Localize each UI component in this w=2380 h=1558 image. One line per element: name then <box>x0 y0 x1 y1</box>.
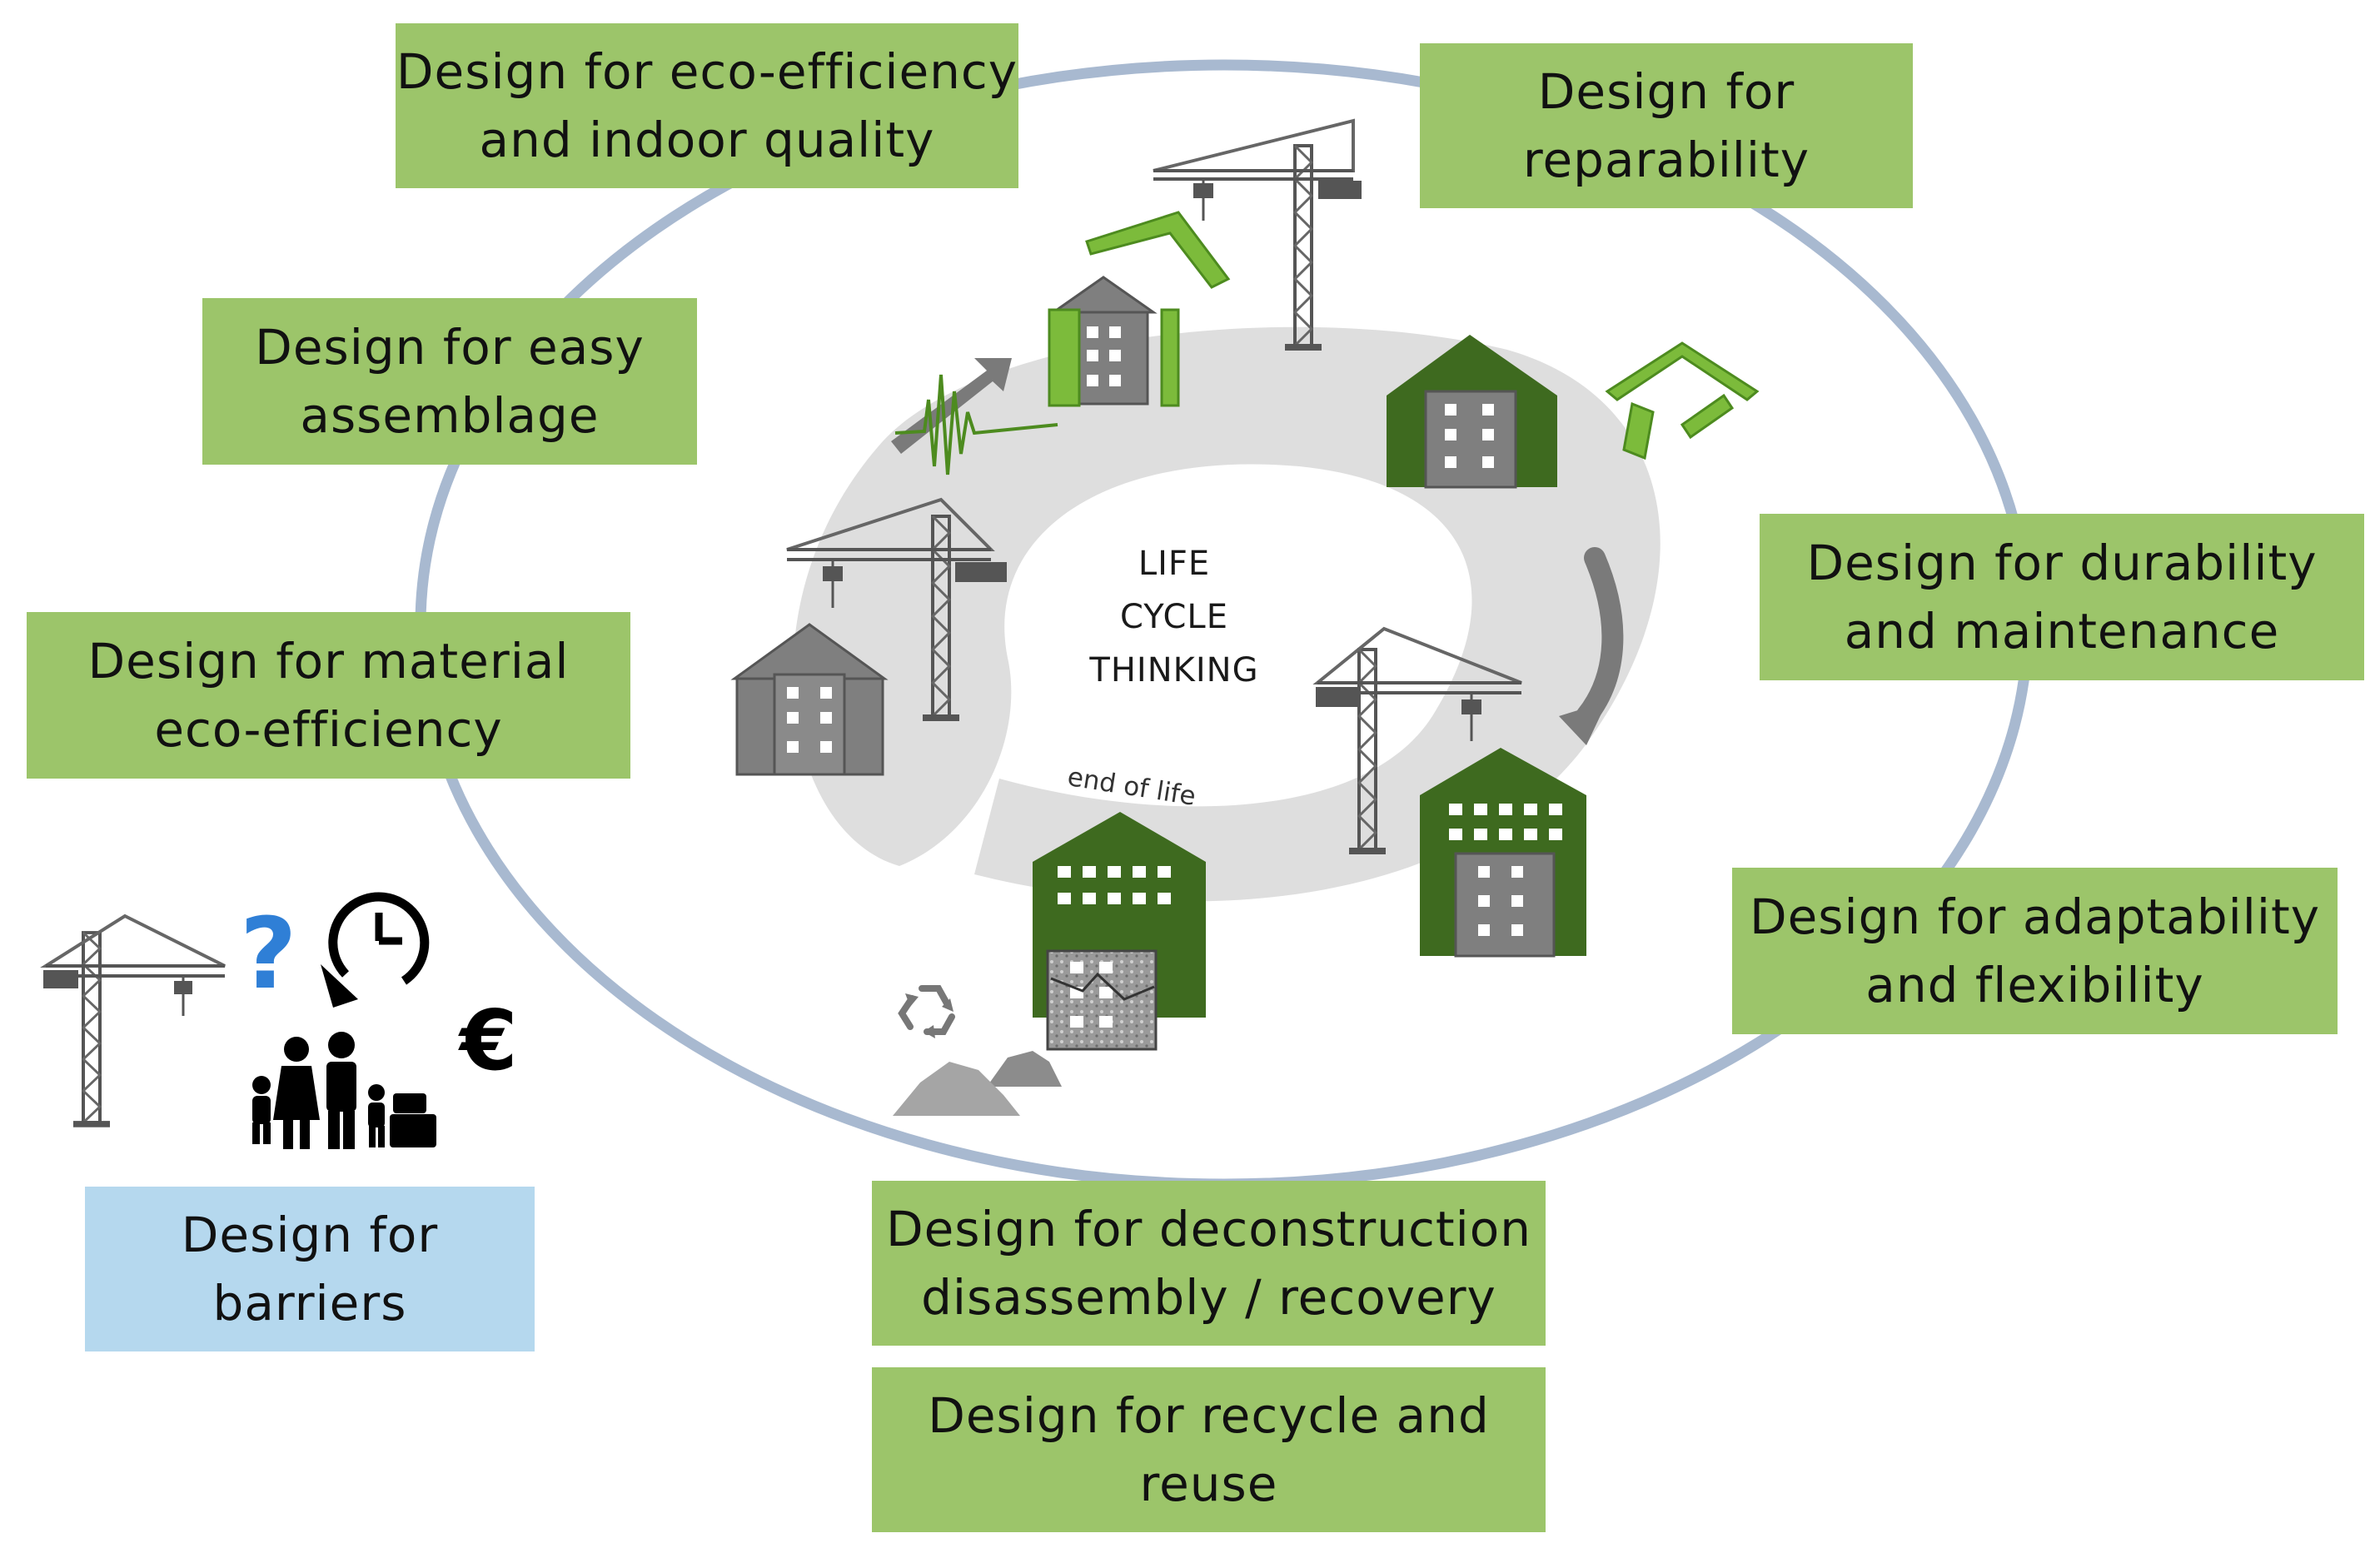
rubble-icon <box>893 1051 1062 1116</box>
question-icon: ? <box>240 896 297 1011</box>
label-reparability: Design for reparability <box>1420 43 1913 208</box>
label-line1: Design for easy <box>255 319 645 376</box>
label-line1: Design for recycle and <box>928 1387 1490 1444</box>
label-adaptability-flexibility: Design for adaptability and flexibility <box>1732 868 2338 1034</box>
life-cycle-thinking-label: LIFE CYCLE THINKING <box>1049 537 1299 697</box>
label-line1: Design for <box>181 1207 439 1263</box>
label-easy-assemblage: Design for easy assemblage <box>202 298 697 465</box>
seismic-wave-icon <box>891 358 1058 475</box>
roof-panels-icon <box>1085 211 1231 289</box>
label-barriers: Design for barriers <box>85 1187 535 1351</box>
label-line1: Design for <box>1537 63 1795 120</box>
label-line2: barriers <box>212 1275 407 1332</box>
building-icon <box>1387 335 1557 489</box>
label-line2: reuse <box>1139 1456 1278 1512</box>
label-line2: and indoor quality <box>479 112 935 168</box>
label-line2: eco-efficiency <box>154 701 503 758</box>
label-line1: Design for adaptability <box>1749 889 2321 945</box>
building-icon <box>1033 812 1206 1051</box>
label-line2: and maintenance <box>1844 603 2280 660</box>
building-icon <box>730 623 889 776</box>
crane-icon <box>786 497 1007 723</box>
label-line1: Design for material <box>87 633 570 689</box>
crane-icon <box>1153 118 1362 352</box>
cycle-arrow-icon <box>1559 547 1624 745</box>
crane-icon <box>40 913 226 1129</box>
label-durability-maintenance: Design for durability and maintenance <box>1760 514 2364 680</box>
crane-icon <box>1312 626 1522 856</box>
building-icon <box>1048 276 1180 407</box>
center-line2: CYCLE <box>1120 598 1228 636</box>
building-icon <box>1420 748 1586 958</box>
label-line2: disassembly / recovery <box>921 1269 1496 1326</box>
label-line2: and flexibility <box>1865 957 2204 1013</box>
label-line2: assemblage <box>300 387 600 444</box>
label-line2: reparability <box>1522 132 1810 188</box>
label-line1: Design for deconstruction <box>885 1201 1532 1257</box>
label-recycle-reuse: Design for recycle and reuse <box>872 1367 1546 1532</box>
label-line1: Design for eco-efficiency <box>396 43 1018 100</box>
label-eco-efficiency-indoor-quality: Design for eco-efficiency and indoor qua… <box>396 23 1018 188</box>
label-line1: Design for durability <box>1806 535 2318 591</box>
roof-panels-icon <box>1605 341 1760 460</box>
family-icon <box>252 1032 436 1149</box>
clock-icon <box>321 892 430 1008</box>
label-material-eco-efficiency: Design for material eco-efficiency <box>27 612 630 779</box>
center-line3: THINKING <box>1089 651 1259 689</box>
recycle-icon <box>898 985 955 1038</box>
euro-icon: € <box>460 992 518 1089</box>
center-line1: LIFE <box>1138 545 1211 583</box>
label-deconstruction-disassembly: Design for deconstruction disassembly / … <box>872 1181 1546 1346</box>
